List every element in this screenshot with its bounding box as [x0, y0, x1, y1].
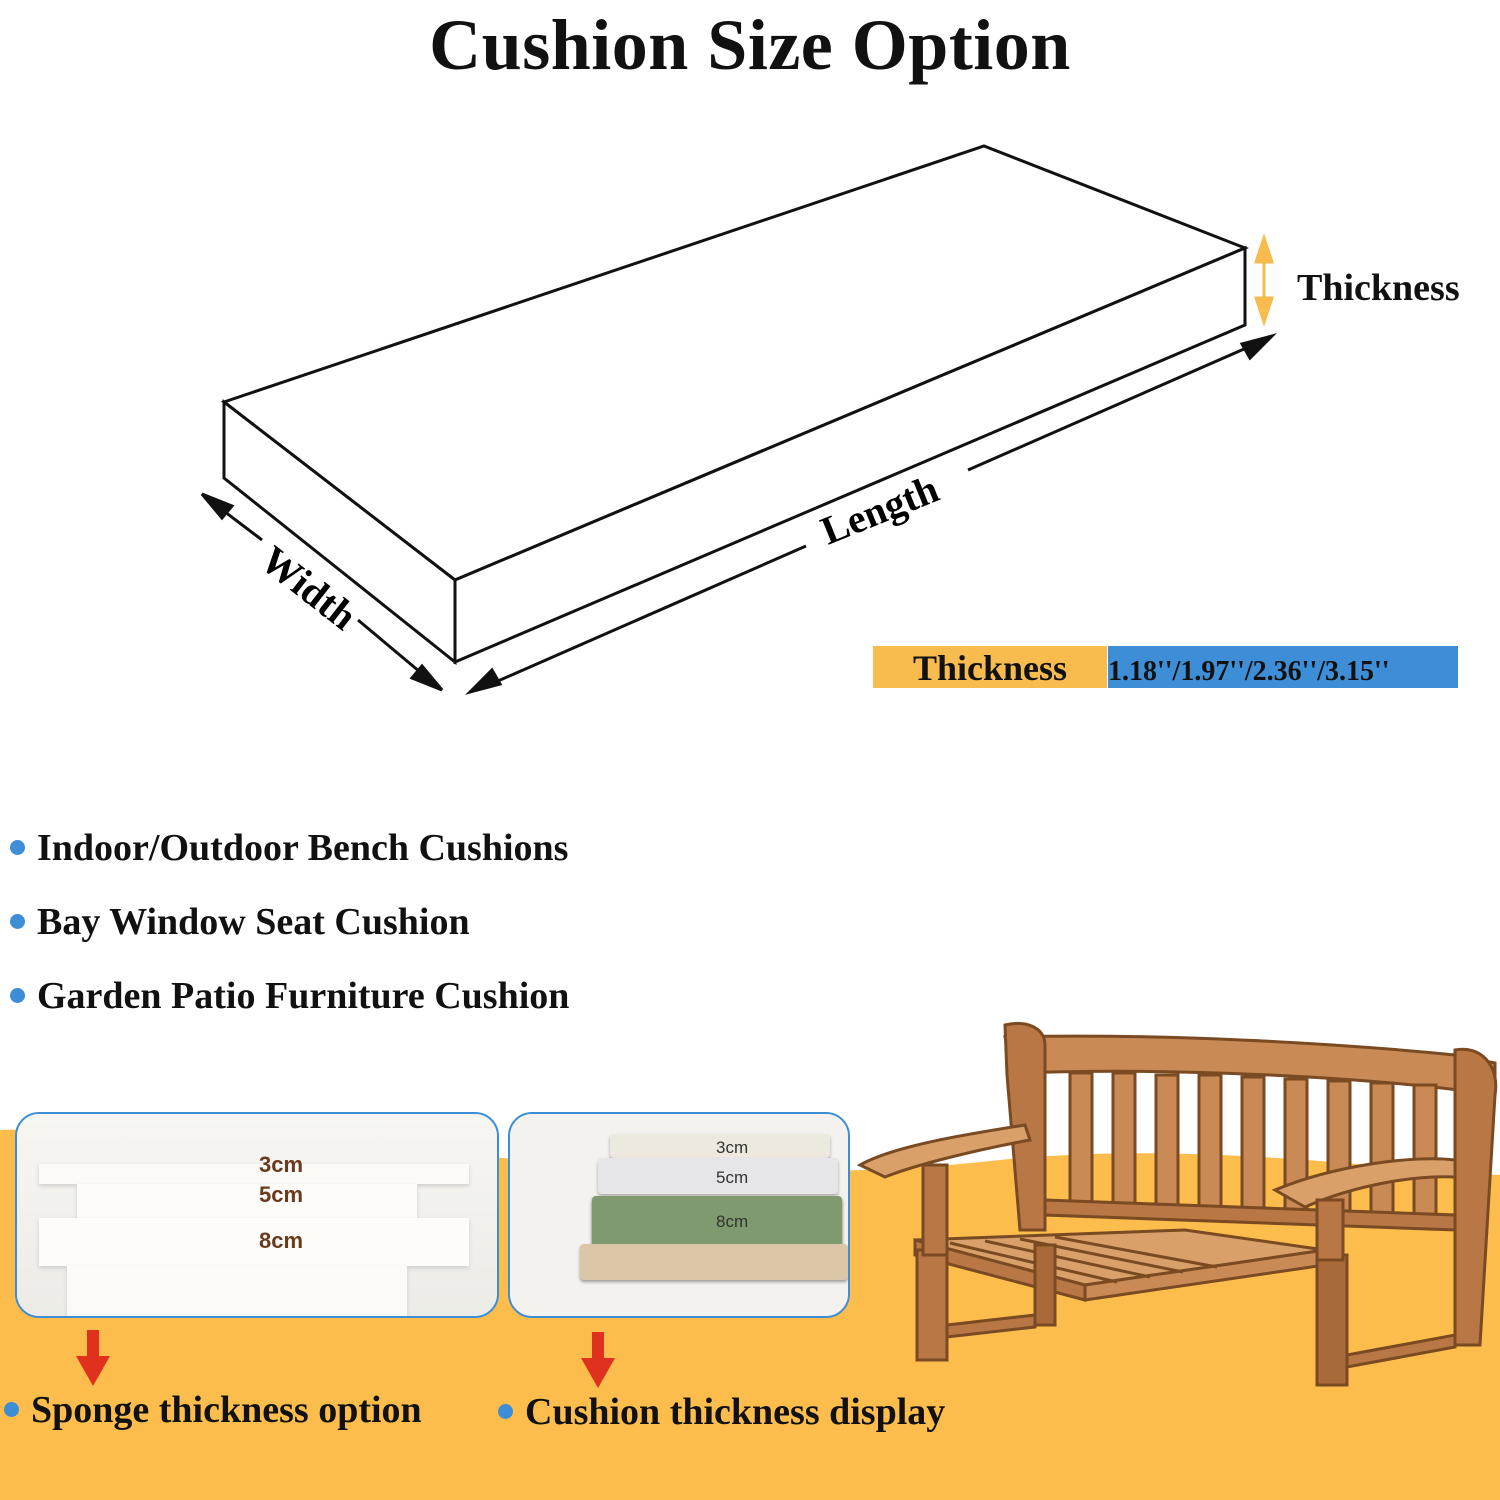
sponge-caption: Sponge thickness option — [4, 1388, 422, 1432]
layer-label: 8cm — [716, 1212, 749, 1231]
length-arrow — [464, 333, 1278, 695]
list-item: Indoor/Outdoor Bench Cushions — [10, 826, 568, 870]
cushion-caption: Cushion thickness display — [498, 1390, 945, 1434]
bullet-dot-icon — [4, 1401, 19, 1417]
layer-label: 3cm — [259, 1152, 304, 1177]
bullet-dot-icon — [10, 913, 25, 929]
layer-label: 8cm — [259, 1228, 304, 1253]
bullet-dot-icon — [498, 1403, 513, 1419]
thickness-label: Thickness — [1297, 267, 1460, 309]
thickness-arrow-icon — [1253, 233, 1275, 327]
down-arrow-icon — [76, 1330, 110, 1386]
layer-label: 5cm — [259, 1182, 304, 1207]
cushion-dimension-diagram: Width Length — [200, 144, 1278, 695]
cushion-box-outline — [220, 144, 1249, 666]
page-title: Cushion Size Option — [429, 5, 1071, 85]
spec-key: Thickness — [873, 646, 1107, 688]
bullet-dot-icon — [10, 839, 25, 855]
list-item: Garden Patio Furniture Cushion — [10, 974, 569, 1018]
layer-label: 5cm — [716, 1168, 749, 1187]
layer-label: 3cm — [716, 1138, 749, 1157]
width-arrow — [200, 492, 444, 692]
spec-value: 1.18''/1.97''/2.36''/3.15'' — [1108, 646, 1458, 688]
bullet-dot-icon — [10, 987, 25, 1003]
list-item: Bay Window Seat Cushion — [10, 900, 470, 944]
cushion-thickness-photo: 3cm 5cm 8cm — [508, 1112, 850, 1318]
bench-illustration — [856, 1021, 1498, 1387]
down-arrow-icon — [581, 1332, 615, 1388]
sponge-thickness-photo: 3cm 5cm 8cm — [15, 1112, 499, 1318]
